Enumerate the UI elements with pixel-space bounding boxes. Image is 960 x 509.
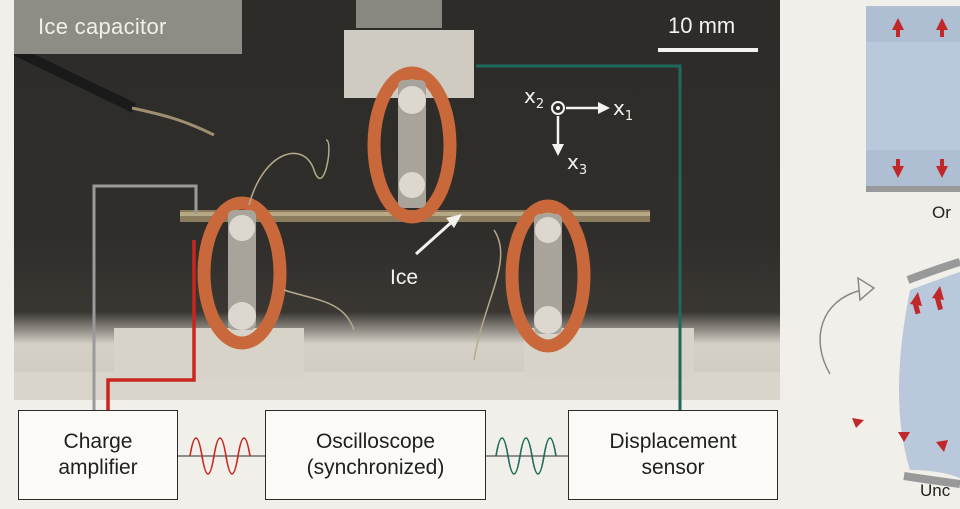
axis-x3-letter: x	[567, 150, 579, 174]
green-signal-wave	[495, 437, 557, 475]
oscilloscope-line1: Oscilloscope	[315, 429, 436, 453]
red-signal-wave	[189, 437, 251, 475]
axis-x2-sub: 2	[535, 97, 545, 112]
charge-amplifier-line2: amplifier	[58, 456, 138, 479]
gray-wire	[92, 184, 198, 410]
left-support-block	[114, 328, 304, 378]
bent-stress-arrows	[852, 286, 948, 452]
bent-sample	[899, 272, 960, 478]
axis-x3-sub: 3	[578, 163, 588, 178]
displacement-sensor-line1: Displacement	[609, 429, 737, 453]
axis-x2-letter: x	[524, 84, 536, 108]
displacement-sensor-line2: sensor	[641, 456, 705, 479]
scale-bar-label: 10 mm	[668, 13, 736, 38]
axis-x1-label: x1	[613, 96, 633, 124]
displacement-sensor-block: Displacement sensor	[568, 410, 778, 500]
charge-amplifier-block: Charge amplifier	[18, 410, 178, 500]
original-stress-arrows	[892, 18, 948, 178]
right-support-block	[524, 328, 694, 378]
photo-scene	[14, 0, 780, 400]
top-loading-ring	[367, 66, 457, 224]
axis-x2-label: x2	[524, 84, 544, 112]
green-wire	[476, 64, 682, 410]
left-support-ring	[197, 196, 287, 350]
axis-x3-label: x3	[567, 150, 587, 178]
oscilloscope-line2: (synchronized)	[306, 456, 445, 479]
coordinate-axes-icon	[551, 101, 610, 156]
wiring-overlay	[92, 64, 682, 475]
rotation-arrow-icon	[819, 289, 863, 375]
right-support-ring	[505, 199, 591, 353]
ice-pointer-arrow	[414, 218, 456, 256]
photo-title: Ice capacitor	[38, 14, 167, 39]
right-schematic-panel: Or Unc	[800, 0, 960, 504]
red-wire	[106, 240, 196, 410]
axis-x1-sub: 1	[624, 109, 634, 124]
sample-schematic	[819, 6, 960, 488]
photo-title-box	[14, 0, 242, 54]
panel-caption-bottom: Unc	[920, 481, 951, 500]
scale-bar	[658, 48, 758, 52]
ice-label: Ice	[390, 266, 419, 289]
axis-x1-letter: x	[613, 96, 625, 120]
panel-caption-top: Or	[932, 203, 951, 222]
charge-amplifier-line1: Charge	[63, 429, 133, 453]
oscilloscope-block: Oscilloscope (synchronized)	[265, 410, 486, 500]
